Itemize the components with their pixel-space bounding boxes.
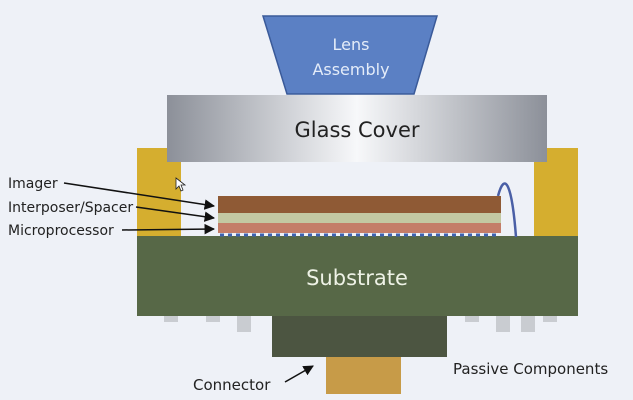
microprocessor-layer — [218, 223, 501, 233]
lens-label-line1: Lens — [333, 35, 370, 54]
left-support — [137, 148, 181, 240]
connector-arrow — [284, 365, 314, 383]
passive-component — [237, 312, 251, 332]
passive-component — [521, 312, 535, 332]
right-support — [534, 148, 578, 240]
wire-bond — [496, 182, 518, 238]
passive-component — [164, 312, 178, 322]
microprocessor-label: Microprocessor — [8, 223, 114, 239]
mouse-cursor-icon — [175, 177, 187, 192]
imager-arrow — [63, 182, 216, 210]
microprocessor-arrow — [121, 223, 216, 235]
passive-components-label: Passive Components — [453, 360, 608, 378]
interposer-layer — [218, 213, 501, 223]
substrate-label: Substrate — [306, 266, 408, 290]
interposer-arrow — [135, 206, 216, 222]
passive-component — [496, 312, 510, 332]
lens-assembly — [261, 15, 439, 95]
passive-components — [164, 312, 557, 332]
imager-label: Imager — [8, 176, 58, 192]
glass-cover-label: Glass Cover — [294, 118, 419, 142]
substrate — [137, 236, 578, 316]
lens-label-line2: Assembly — [312, 60, 389, 79]
connector-label: Connector — [193, 376, 271, 394]
connector-housing — [272, 312, 447, 357]
imager-layer — [218, 196, 501, 213]
glass-cover — [167, 95, 547, 162]
interposer-label: Interposer/Spacer — [8, 200, 133, 216]
connector-pin — [326, 352, 401, 394]
passive-component — [206, 312, 220, 322]
passive-component — [465, 312, 479, 322]
passive-component — [543, 312, 557, 322]
